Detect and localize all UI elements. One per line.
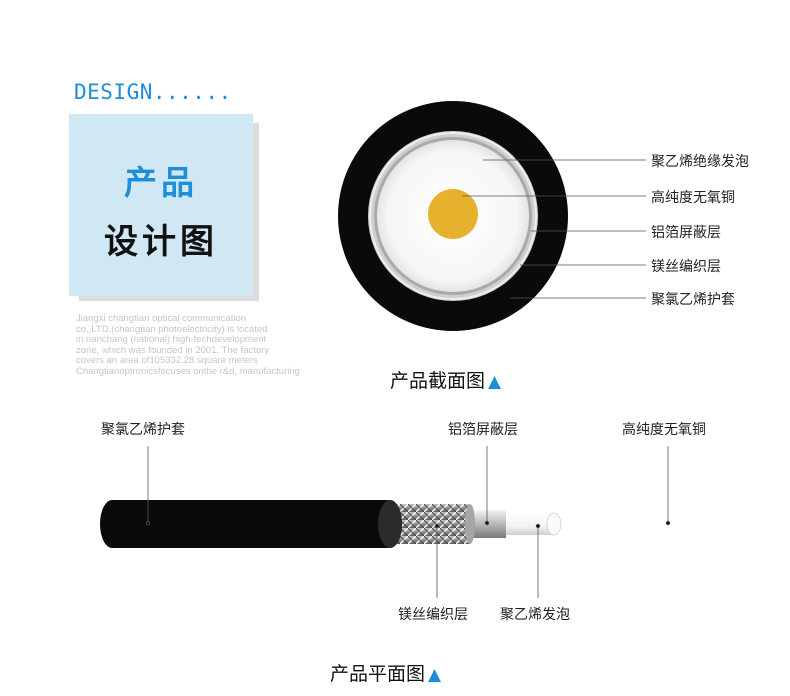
side-view-leader-lines <box>145 446 671 598</box>
side-label-pvc-sheath: 聚氯乙烯护套 <box>101 422 185 438</box>
label-oxygen-free-copper: 高纯度无氧铜 <box>651 190 735 206</box>
leader-dot <box>434 523 440 529</box>
triangle-icon: ▲ <box>488 372 502 392</box>
design-heading: DESIGN...... <box>74 80 232 104</box>
leader-dot <box>665 520 671 526</box>
cross-section-leader-lines <box>462 159 646 299</box>
cross-section-caption-text: 产品截面图 <box>390 370 486 392</box>
label-braid: 镁丝编织层 <box>651 259 721 275</box>
triangle-icon: ▲ <box>428 665 442 685</box>
foil-side <box>472 510 506 538</box>
side-view-caption-text: 产品平面图 <box>330 663 426 685</box>
side-label-braid: 镁丝编织层 <box>398 607 468 623</box>
leader-dot <box>145 520 151 526</box>
company-line: Jiangxi changtian optical communication <box>76 313 247 324</box>
side-label-foam: 聚乙烯发泡 <box>500 607 570 623</box>
label-foam-insulation: 聚乙烯绝缘发泡 <box>651 154 749 170</box>
foam-core-side <box>502 513 554 535</box>
braid-highlight <box>369 132 537 300</box>
sheath-end <box>378 500 402 548</box>
title-card: 产品 设计图 <box>69 114 253 296</box>
company-line: zone, which was founded in 2001. The fac… <box>76 344 270 356</box>
cross-section <box>338 101 568 331</box>
side-view-cable <box>100 500 675 548</box>
side-label-foil-shield: 铝箔屏蔽层 <box>448 422 518 438</box>
copper-core <box>428 189 478 239</box>
leader-dot <box>535 523 541 529</box>
company-line: covers an area of105332.28 square meters <box>76 355 258 366</box>
card-title-line2: 设计图 <box>104 222 218 262</box>
company-line: in nanchang (national) high-techdevelopm… <box>76 334 267 345</box>
label-pvc-sheath: 聚氯乙烯护套 <box>651 292 735 308</box>
side-label-oxygen-free-copper: 高纯度无氧铜 <box>622 422 706 438</box>
foam-end-face <box>546 512 562 536</box>
company-description: Jiangxi changtian optical communication … <box>76 313 346 377</box>
sheath-side <box>100 500 402 548</box>
cross-section-caption: 产品截面图▲ <box>390 366 501 393</box>
card-title-line1: 产品 <box>124 163 198 202</box>
braid-end <box>465 504 475 544</box>
company-line: co.,LTD.(changtian photoelectricity) is … <box>76 323 268 335</box>
label-foil-shield: 铝箔屏蔽层 <box>651 225 721 241</box>
leader-dot <box>484 520 490 526</box>
side-view-caption: 产品平面图▲ <box>330 659 441 686</box>
company-line: Changtianoptronicsfocuses onthe r&d, man… <box>76 365 300 377</box>
